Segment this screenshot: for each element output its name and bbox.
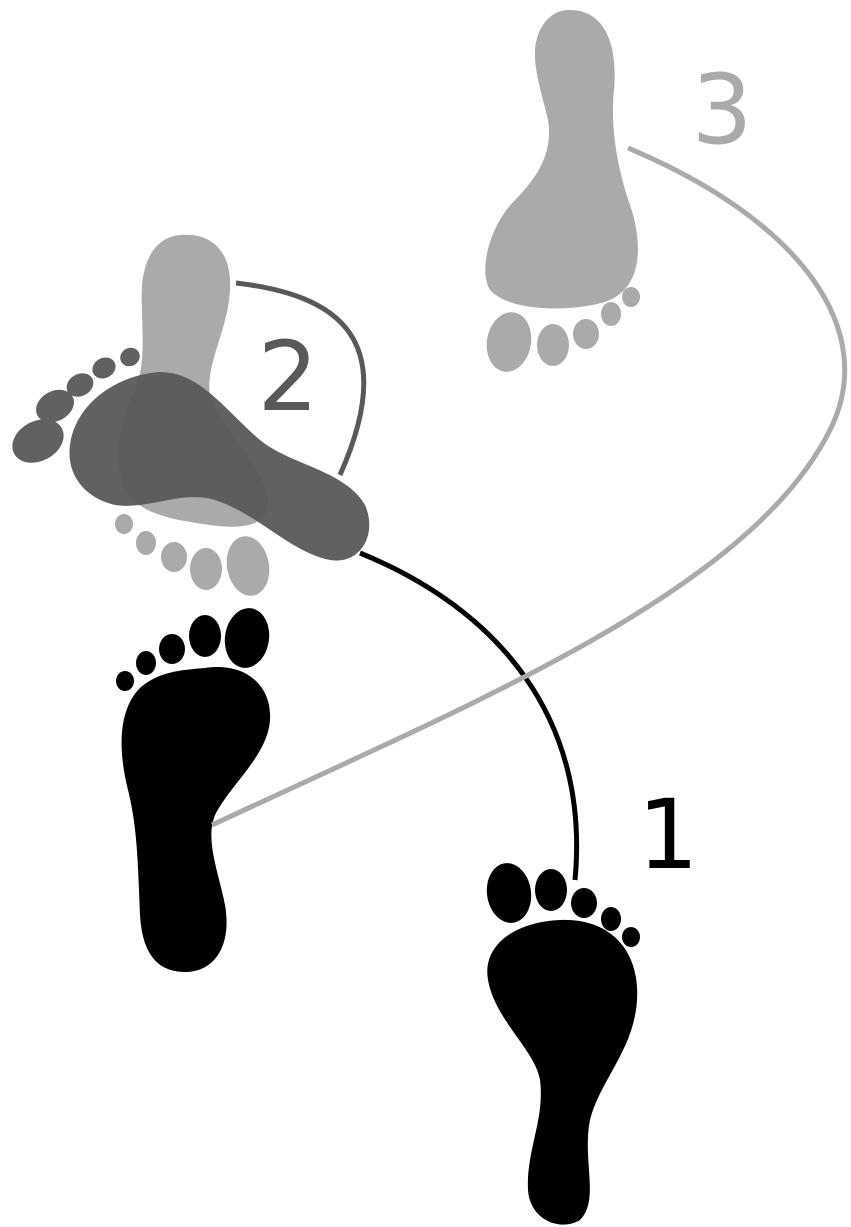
- footprint-step1: [483, 860, 640, 1224]
- arc-step1: [360, 553, 577, 880]
- step-label-2: 2: [257, 321, 318, 433]
- footprint-step1-start: [116, 605, 273, 972]
- step-label-1: 1: [637, 779, 698, 891]
- step-label-3: 3: [691, 54, 752, 166]
- footprint-step3: [482, 10, 640, 375]
